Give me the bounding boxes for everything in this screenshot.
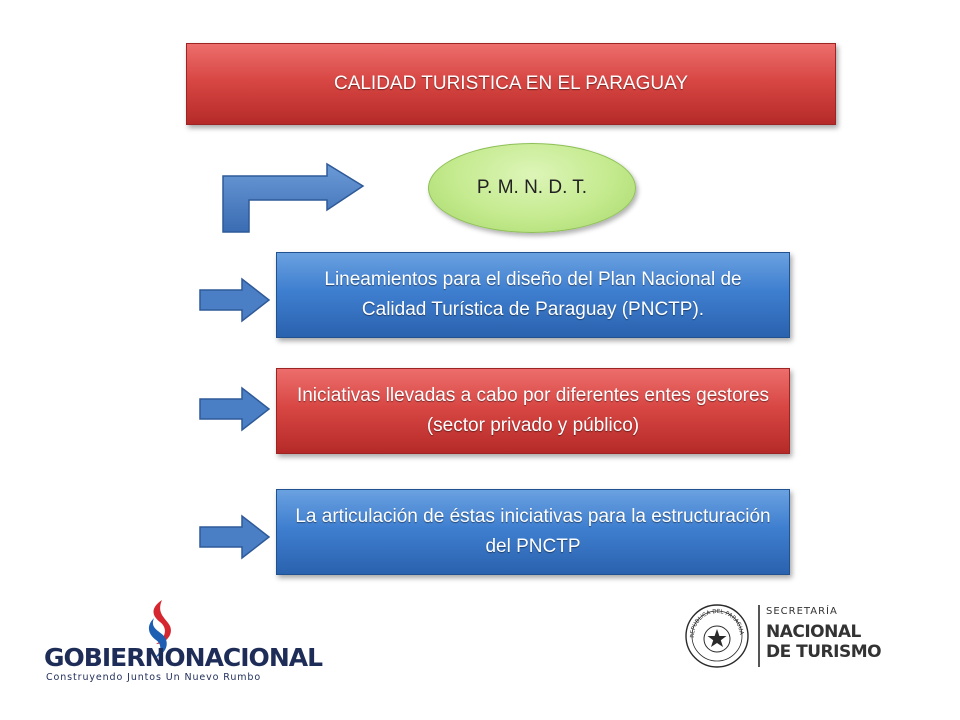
right-arrow-icon: [199, 386, 271, 432]
logo-secretaria: SECRETARÍA: [766, 606, 838, 617]
lineamientos-box: Lineamientos para el diseño del Plan Nac…: [276, 252, 790, 338]
title-box: CALIDAD TURISTICA EN EL PARAGUAY: [186, 43, 836, 125]
logo-nacional: NACIONAL: [766, 622, 861, 642]
right-arrow-icon: [199, 277, 271, 323]
senatur-logo: REPUBLICA DEL PARAGUAY SECRETARÍA NACION…: [684, 603, 882, 669]
articulacion-box: La articulación de éstas iniciativas par…: [276, 489, 790, 575]
gobierno-nacional-logo: GOBIERNO NACIONAL Construyendo Juntos Un…: [44, 598, 323, 684]
pmndt-label: P. M. N. D. T.: [476, 177, 588, 198]
seal-text: REPUBLICA DEL PARAGUAY: [684, 603, 744, 638]
logo-tagline: Construyendo Juntos Un Nuevo Rumbo: [46, 672, 262, 683]
logo-de-turismo: DE TURISMO: [766, 642, 882, 662]
logo-word-nacional: NACIONAL: [184, 643, 323, 672]
seal-icon: REPUBLICA DEL PARAGUAY: [684, 603, 749, 668]
logo-word-gobierno: GOBIERNO: [44, 643, 186, 672]
right-arrow-icon: [199, 514, 271, 560]
flame-icon: [148, 600, 171, 658]
bent-arrow-icon: [222, 162, 365, 233]
lineamientos-text: Lineamientos para el diseño del Plan Nac…: [324, 269, 742, 320]
iniciativas-text: Iniciativas llevadas a cabo por diferent…: [296, 385, 770, 436]
pmndt-oval: P. M. N. D. T.: [428, 143, 636, 233]
logo-divider: [758, 605, 760, 667]
articulacion-text: La articulación de éstas iniciativas par…: [295, 506, 771, 557]
iniciativas-box: Iniciativas llevadas a cabo por diferent…: [276, 368, 790, 454]
title-text: CALIDAD TURISTICA EN EL PARAGUAY: [333, 73, 689, 94]
